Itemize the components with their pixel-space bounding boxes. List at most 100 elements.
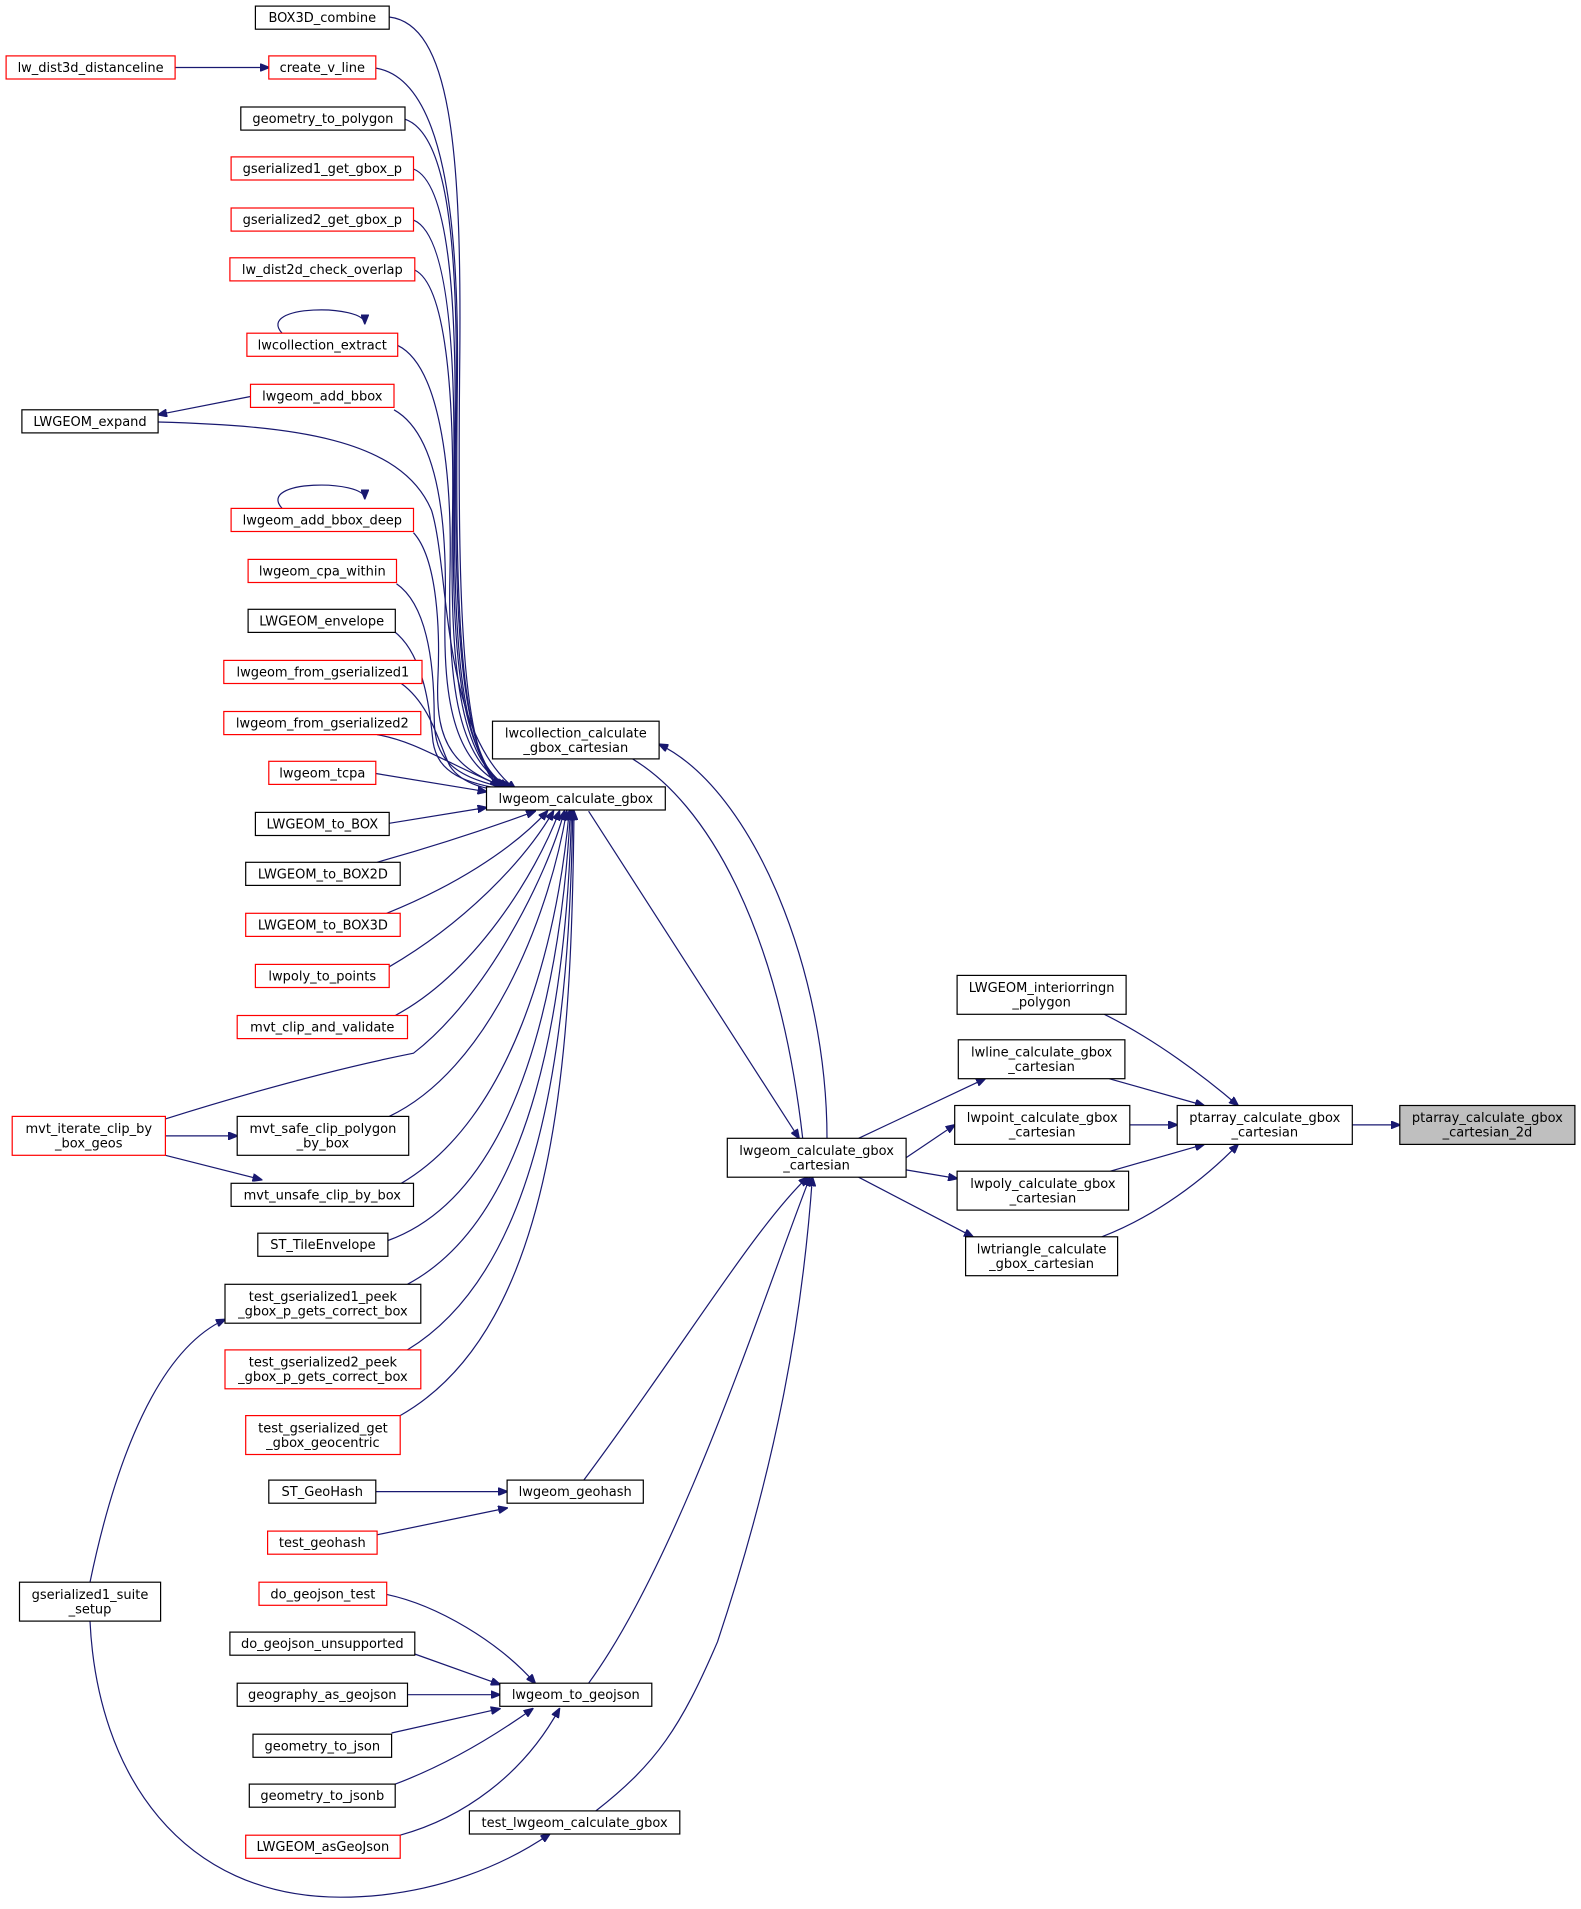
node-lwpoint_calculate_gbox_cartesian[interactable]: lwpoint_calculate_gbox_cartesian [954,1104,1131,1146]
node-ptarray_calculate_gbox_cartesian[interactable]: ptarray_calculate_gbox_cartesian [1176,1104,1353,1146]
node-ST_TileEnvelope[interactable]: ST_TileEnvelope [257,1232,389,1257]
edge-test_gserialized1_peek_gbox_p_gets_correct_box-to-lwgeom_calculate_gbox [407,811,571,1285]
node-lwgeom_geohash[interactable]: lwgeom_geohash [506,1479,644,1504]
node-lwgeom_from_gserialized2[interactable]: lwgeom_from_gserialized2 [223,710,422,736]
node-label: geography_as_geojson [248,1688,396,1703]
node-box [964,1236,1119,1277]
edge-mvt_clip_and_validate-to-lwgeom_calculate_gbox [395,811,559,1017]
edge-lwpoly_to_points-to-lwgeom_calculate_gbox [388,811,553,968]
node-label: _gbox_cartesian [522,741,628,756]
node-mvt_safe_clip_polygon_by_box[interactable]: mvt_safe_clip_polygon_by_box [236,1115,410,1156]
node-mvt_unsafe_clip_by_box[interactable]: mvt_unsafe_clip_by_box [230,1182,415,1208]
node-geometry_to_json[interactable]: geometry_to_json [252,1733,393,1758]
node-label: lwgeom_tcpa [279,766,365,781]
node-box [491,720,660,760]
node-lwcollection_calculate_gbox_cartesian[interactable]: lwcollection_calculate_gbox_cartesian [491,720,660,760]
node-lwgeom_calculate_gbox[interactable]: lwgeom_calculate_gbox [485,786,666,811]
node-label: lwtriangle_calculate [977,1243,1107,1258]
node-lwline_calculate_gbox_cartesian[interactable]: lwline_calculate_gbox_cartesian [957,1039,1126,1080]
node-test_gserialized1_peek_gbox_p_gets_correct_box[interactable]: test_gserialized1_peek_gbox_p_gets_corre… [224,1283,422,1324]
node-label: mvt_iterate_clip_by [25,1122,152,1137]
node-lwgeom_cpa_within[interactable]: lwgeom_cpa_within [247,558,398,584]
edge-lwgeom_tcpa-to-lwgeom_calculate_gbox [375,772,487,792]
node-box [956,1170,1130,1211]
node-BOX3D_combine[interactable]: BOX3D_combine [254,5,390,30]
node-box [223,659,423,685]
node-lw_dist2d_check_overlap[interactable]: lw_dist2d_check_overlap [229,257,416,282]
node-ptarray_calculate_gbox_cartesian_2d[interactable]: ptarray_calculate_gbox_cartesian_2d [1399,1104,1576,1146]
node-lwgeom_from_gserialized1[interactable]: lwgeom_from_gserialized1 [223,659,423,685]
node-test_geohash[interactable]: test_geohash [267,1530,378,1555]
edge-mvt_unsafe_clip_by_box-to-lwgeom_calculate_gbox [400,811,569,1184]
node-lwgeom_tcpa[interactable]: lwgeom_tcpa [268,760,377,785]
node-ST_GeoHash[interactable]: ST_GeoHash [268,1479,377,1504]
node-box [956,974,1127,1015]
node-geography_as_geojson[interactable]: geography_as_geojson [236,1682,409,1707]
node-gserialized2_get_gbox_p[interactable]: gserialized2_get_gbox_p [230,207,415,232]
node-label: lwcollection_extract [258,338,387,353]
node-lwpoly_calculate_gbox_cartesian[interactable]: lwpoly_calculate_gbox_cartesian [956,1170,1130,1211]
node-box [236,1014,409,1040]
edge-LWGEOM_to_BOX2D-to-lwgeom_calculate_gbox [376,811,535,863]
node-box [247,608,396,633]
node-do_geojson_test[interactable]: do_geojson_test [258,1581,388,1606]
node-label: LWGEOM_expand [33,415,146,430]
node-test_gserialized2_peek_gbox_p_gets_correct_box[interactable]: test_gserialized2_peek_gbox_p_gets_corre… [224,1349,422,1390]
edge-lwgeom_add_bbox-to-lwgeom_calculate_gbox [393,409,513,790]
node-label: BOX3D_combine [268,11,376,26]
node-LWGEOM_envelope[interactable]: LWGEOM_envelope [247,608,396,633]
node-LWGEOM_to_BOX3D[interactable]: LWGEOM_to_BOX3D [245,912,401,937]
node-LWGEOM_expand[interactable]: LWGEOM_expand [21,409,159,434]
node-label: geometry_to_polygon [252,112,393,127]
node-box [224,1349,422,1390]
edge-ST_TileEnvelope-to-lwgeom_calculate_gbox [387,811,570,1242]
node-LWGEOM_interiorringn_polygon[interactable]: LWGEOM_interiorringn_polygon [956,974,1127,1015]
edge-lwgeom_to_geojson-to-lwgeom_calculate_gbox_cartesian [588,1177,810,1684]
node-box [21,409,159,434]
edge-lwgeom_from_gserialized2-to-lwgeom_calculate_gbox [376,734,521,795]
node-lwpoly_to_points[interactable]: lwpoly_to_points [254,963,390,989]
node-mvt_iterate_clip_by_box_geos[interactable]: mvt_iterate_clip_by_box_geos [11,1115,166,1156]
node-label: lwpoly_calculate_gbox [970,1177,1116,1192]
node-box [267,1530,378,1555]
node-lw_dist3d_distanceline[interactable]: lw_dist3d_distanceline [5,55,176,80]
node-geometry_to_polygon[interactable]: geometry_to_polygon [240,106,406,131]
node-lwtriangle_calculate_gbox_cartesian[interactable]: lwtriangle_calculate_gbox_cartesian [964,1236,1119,1277]
node-lwgeom_to_geojson[interactable]: lwgeom_to_geojson [499,1682,653,1707]
edge-lwgeom_calculate_gbox_cartesian-to-lwtriangle_calculate_gbox_cartesian [858,1176,973,1237]
node-label: geometry_to_jsonb [260,1789,384,1804]
node-create_v_line[interactable]: create_v_line [268,55,377,80]
node-lwgeom_add_bbox[interactable]: lwgeom_add_bbox [249,383,395,408]
node-test_lwgeom_calculate_gbox[interactable]: test_lwgeom_calculate_gbox [468,1810,681,1835]
node-geometry_to_jsonb[interactable]: geometry_to_jsonb [248,1783,396,1808]
node-box [247,558,398,584]
node-box [236,1115,410,1156]
edge-lwgeom_calculate_gbox_cartesian-to-lwline_calculate_gbox_cartesian [858,1079,986,1139]
node-gserialized1_suite_setup[interactable]: gserialized1_suite_setup [18,1581,162,1622]
edge-LWGEOM_expand-to-lwgeom_calculate_gbox [158,421,515,789]
node-label: create_v_line [280,61,365,76]
node-lwcollection_extract[interactable]: lwcollection_extract [246,332,399,357]
edge-lwgeom_calculate_gbox-to-lwcollection_calculate_gbox_cartesian [632,744,828,1139]
node-label: lwpoly_to_points [268,970,376,985]
node-box [726,1137,907,1178]
self-loop-lwgeom_add_bbox_deep [277,484,365,509]
node-do_geojson_unsupported[interactable]: do_geojson_unsupported [229,1631,416,1656]
node-label: LWGEOM_to_BOX3D [258,918,388,933]
node-gserialized1_get_gbox_p[interactable]: gserialized1_get_gbox_p [230,156,415,181]
node-lwgeom_add_bbox_deep[interactable]: lwgeom_add_bbox_deep [230,507,415,533]
node-box [229,1631,416,1656]
node-LWGEOM_to_BOX[interactable]: LWGEOM_to_BOX [254,811,390,837]
node-LWGEOM_asGeoJson[interactable]: LWGEOM_asGeoJson [245,1834,401,1859]
node-box [11,1115,166,1156]
node-box [957,1039,1126,1080]
node-mvt_clip_and_validate[interactable]: mvt_clip_and_validate [236,1014,409,1040]
node-test_gserialized_get_gbox_geocentric[interactable]: test_gserialized_get_gbox_geocentric [245,1414,401,1456]
node-label: _setup [68,1602,112,1617]
edge-gserialized1_suite_setup-to-test_gserialized1_peek_gbox_p_gets_correct_box [89,1320,225,1583]
node-LWGEOM_to_BOX2D[interactable]: LWGEOM_to_BOX2D [245,861,401,886]
node-lwgeom_calculate_gbox_cartesian[interactable]: lwgeom_calculate_gbox_cartesian [726,1137,907,1178]
node-label: _cartesian_2d [1442,1126,1533,1141]
node-box [249,383,395,408]
node-box [252,1733,393,1758]
